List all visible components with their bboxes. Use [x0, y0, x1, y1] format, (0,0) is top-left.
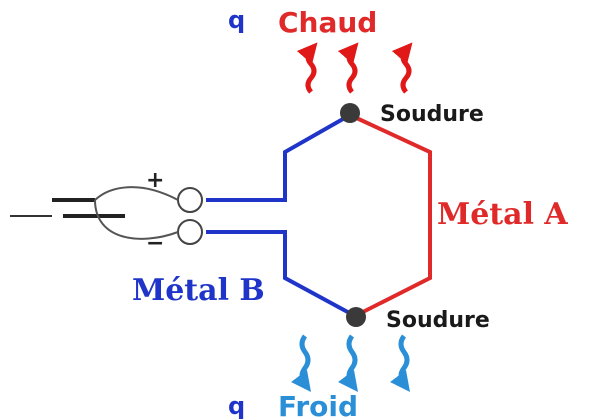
terminal-plus	[177, 187, 203, 213]
minus-sign: −	[146, 231, 164, 256]
heat-arrow-1	[296, 42, 318, 94]
weld-bottom-dot	[346, 307, 366, 327]
weld-top-dot	[340, 103, 360, 123]
cold-arrows-down	[291, 334, 410, 393]
plus-sign: +	[146, 168, 164, 193]
hot-label: Chaud	[278, 6, 377, 39]
heat-arrow-2	[337, 42, 359, 94]
terminal-minus	[177, 219, 203, 245]
metal-b-wire-lower	[206, 230, 356, 318]
metal-a-label: Métal A	[437, 197, 568, 232]
metal-a-wire	[349, 113, 432, 318]
cold-label: Froid	[278, 390, 358, 420]
cold-arrow-3	[390, 334, 410, 393]
battery-icon	[10, 186, 179, 240]
metal-b-label: Métal B	[132, 273, 265, 308]
heat-arrow-3	[391, 42, 413, 94]
metal-b-wire-upper	[206, 113, 351, 202]
q-top-label: q	[228, 6, 245, 34]
heat-arrows-up	[296, 42, 413, 94]
weld-top-label: Soudure	[380, 102, 484, 127]
q-bottom-label: q	[228, 392, 245, 420]
cold-arrow-2	[338, 334, 358, 393]
cold-arrow-1	[291, 334, 311, 393]
weld-bottom-label: Soudure	[386, 308, 490, 333]
